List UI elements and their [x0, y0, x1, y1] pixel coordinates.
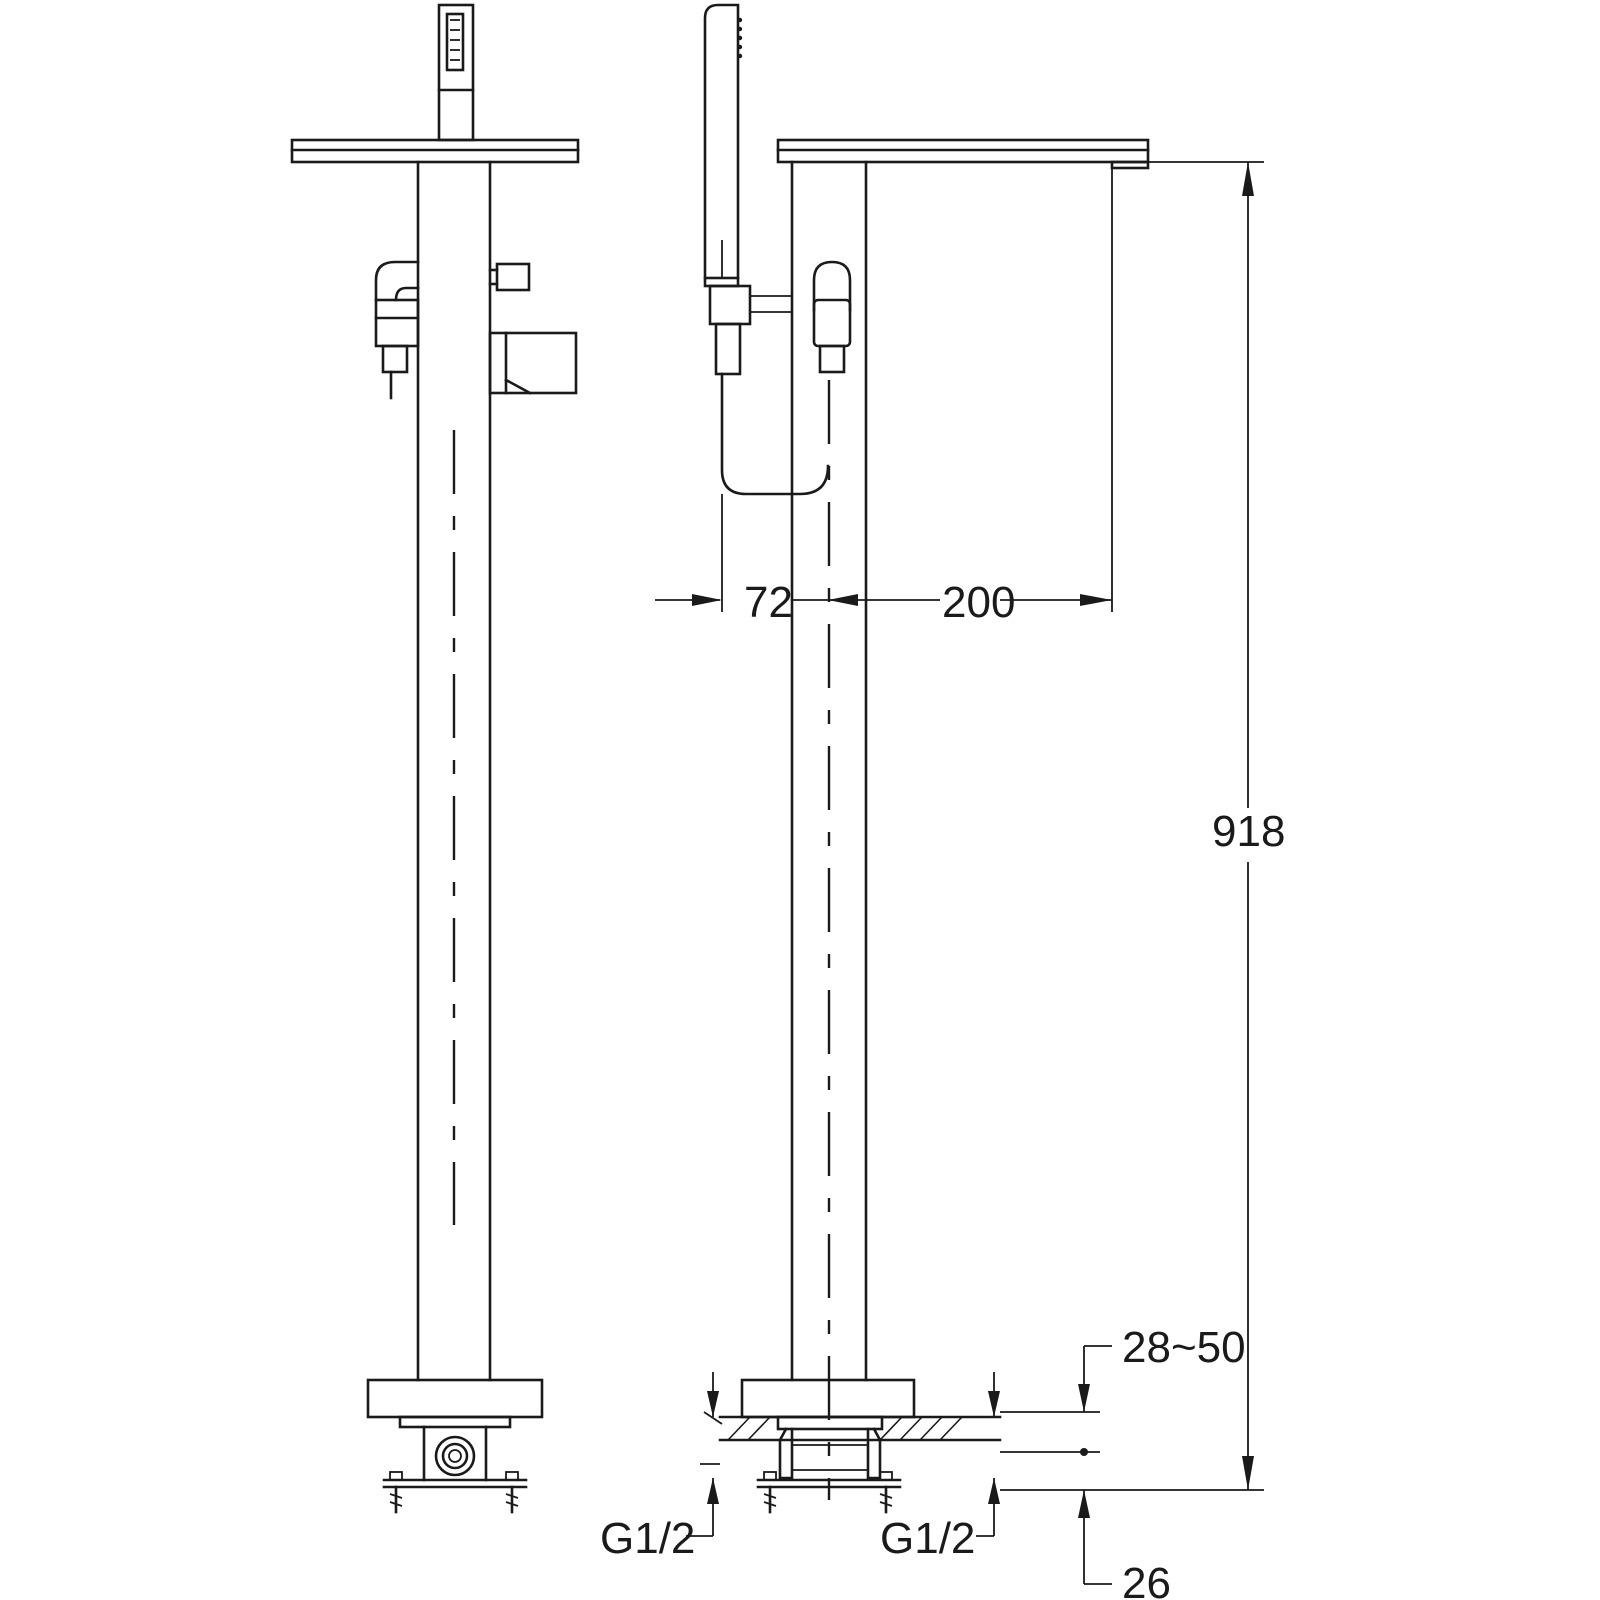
front-base-cap	[366, 1378, 544, 1419]
side-spout-outlet	[1110, 160, 1150, 170]
front-elbow-holder	[374, 260, 420, 400]
side-handle	[812, 260, 852, 374]
dim-label-floor-thickness: 28~50	[1122, 1323, 1246, 1372]
dim-label-200: 200	[942, 578, 1015, 627]
dimension-labels: 72 200 918 28~50 26 G1/2 G1/2	[600, 578, 1285, 1600]
front-base-ring	[398, 1415, 512, 1429]
dim-label-918: 918	[1212, 807, 1285, 856]
front-mount-screws	[389, 1471, 519, 1514]
front-small-knob	[488, 262, 531, 292]
dimension-lines	[655, 161, 1264, 1585]
side-view	[703, 3, 1150, 1514]
inlet-label-left: G1/2	[600, 1514, 695, 1563]
side-mount-screws	[763, 1471, 893, 1514]
front-inlet-circle	[434, 1435, 476, 1477]
dim-label-26: 26	[1122, 1559, 1171, 1600]
dim-label-72: 72	[744, 578, 793, 627]
front-view	[290, 3, 580, 1514]
front-handshower	[437, 3, 475, 142]
inlet-label-right: G1/2	[880, 1514, 975, 1563]
front-lever-handle	[488, 331, 578, 395]
side-handshower	[703, 3, 830, 496]
